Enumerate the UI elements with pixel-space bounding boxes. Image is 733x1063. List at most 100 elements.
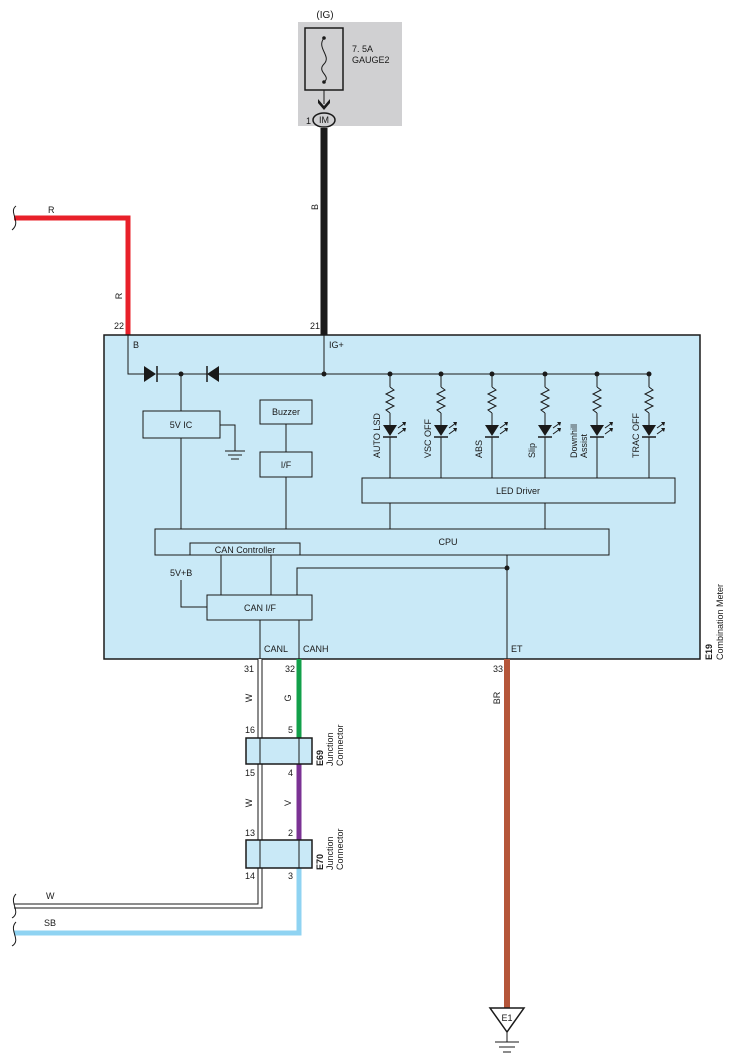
diode-2-icon	[207, 366, 219, 382]
wire-b-label: B	[310, 204, 320, 210]
ic-5v-label: 5V IC	[170, 420, 193, 430]
led-label-0: AUTO LSD	[372, 413, 382, 458]
wire-w-label-15: W	[244, 798, 254, 807]
pin-2: 2	[288, 828, 293, 838]
led-ray-arrows-icon-5	[661, 422, 665, 432]
wire-w-label-bottom: W	[46, 891, 55, 901]
led-icon-4	[590, 425, 604, 436]
cpu-label: CPU	[438, 537, 457, 547]
wire-br-label: BR	[492, 691, 502, 704]
buzzer-label: Buzzer	[272, 407, 300, 417]
ig-label: (IG)	[316, 10, 333, 21]
junction-dot-2	[321, 371, 327, 377]
fuse-rating: 7. 5A	[352, 44, 373, 54]
wire-r-break-icon	[11, 205, 17, 231]
fuse-name: GAUGE2	[352, 55, 390, 65]
led-label-3: Slip	[527, 443, 537, 458]
can-controller-label: CAN Controller	[215, 545, 276, 555]
wire-v-label: V	[283, 800, 293, 806]
terminal-canl-label: CANL	[264, 644, 288, 654]
terminal-canh-label: CANH	[303, 644, 329, 654]
v5b-wire	[180, 580, 207, 608]
fuse-terminal-bottom	[322, 80, 326, 84]
if-label: I/F	[281, 460, 292, 470]
can-if-label: CAN I/F	[244, 603, 277, 613]
ground-label: E1	[501, 1013, 512, 1023]
connector-im	[312, 112, 336, 128]
wire-w-outline	[14, 659, 263, 909]
ground-triangle-icon	[488, 1007, 526, 1034]
led-icon-5	[642, 425, 656, 436]
led-label-5: Assist	[579, 433, 589, 458]
wire-sb-label: SB	[44, 918, 56, 928]
meter-name: Combination Meter	[715, 584, 725, 660]
led-icon-1	[434, 425, 448, 436]
wire-w-label-31: W	[244, 693, 254, 702]
pin-14: 14	[245, 871, 255, 881]
can-if-box	[206, 594, 313, 621]
led-label-1: VSC OFF	[423, 418, 433, 458]
resistor-icon-2	[486, 386, 498, 414]
e70-label-1: Junction	[325, 836, 335, 870]
pin-22: 22	[114, 321, 124, 331]
v5b-label: 5V+B	[170, 568, 192, 578]
e69-code: E69	[315, 750, 325, 766]
ic-5v-box	[142, 410, 221, 439]
led-ray-arrows-icon-3	[557, 422, 561, 432]
led-label-4: Downhill	[569, 424, 579, 458]
junction-connector-e69	[245, 737, 313, 765]
fuse-terminal-top	[322, 36, 326, 40]
internal-wire-b	[127, 335, 146, 375]
junction-connector-e70	[245, 839, 313, 869]
terminal-et-label: ET	[511, 644, 523, 654]
led-ray-arrows-icon-2	[504, 422, 508, 432]
fuse-element-icon	[321, 37, 327, 83]
pin-33: 33	[493, 664, 503, 674]
pin-4: 4	[288, 768, 293, 778]
et-internal-wire	[296, 555, 508, 595]
resistor-icon-3	[539, 386, 551, 414]
diode-1-icon	[144, 366, 156, 382]
e69-label-1: Junction	[325, 732, 335, 766]
led-icon-0	[383, 425, 397, 436]
connector-chevron-icon	[318, 99, 330, 110]
ground-icon	[495, 1041, 519, 1053]
led-ray-arrows-icon-0	[402, 422, 406, 432]
pin-5: 5	[288, 725, 293, 735]
pin-15: 15	[245, 768, 255, 778]
led-label-6: TRAC OFF	[631, 413, 641, 458]
meter-code: E19	[704, 644, 714, 660]
e70-code: E70	[315, 854, 325, 870]
led-driver-label: LED Driver	[496, 486, 540, 496]
pin-31: 31	[244, 664, 254, 674]
if-box	[259, 451, 313, 478]
wire-sb	[14, 868, 302, 936]
internal-ground-icon	[225, 450, 245, 460]
wire-g-label: G	[283, 694, 293, 701]
connector-im-label: IM	[319, 115, 329, 125]
can-controller-box	[189, 542, 301, 556]
e70-label-2: Connector	[335, 828, 345, 870]
pin-16: 16	[245, 725, 255, 735]
wire-r-label-side: R	[114, 292, 124, 299]
led-ray-arrows-icon-4	[609, 422, 613, 432]
terminal-b-label: B	[133, 340, 139, 350]
resistor-icon-5	[643, 386, 655, 414]
e69-label-2: Connector	[335, 724, 345, 766]
terminal-ig-label: IG+	[329, 340, 344, 350]
led-icon-2	[485, 425, 499, 436]
led-ray-arrows-icon-1	[453, 422, 457, 432]
wire-bottom-break-icon	[11, 893, 17, 947]
led-icon-3	[538, 425, 552, 436]
resistor-icon-0	[384, 386, 396, 414]
pin-13: 13	[245, 828, 255, 838]
led-driver-box	[361, 477, 676, 504]
wire-r	[14, 215, 131, 335]
wire-r-label-top: R	[48, 205, 55, 215]
wire-w	[14, 659, 262, 908]
led-label-2: ABS	[474, 440, 484, 458]
resistor-icon-1	[435, 386, 447, 414]
pin-3: 3	[288, 871, 293, 881]
